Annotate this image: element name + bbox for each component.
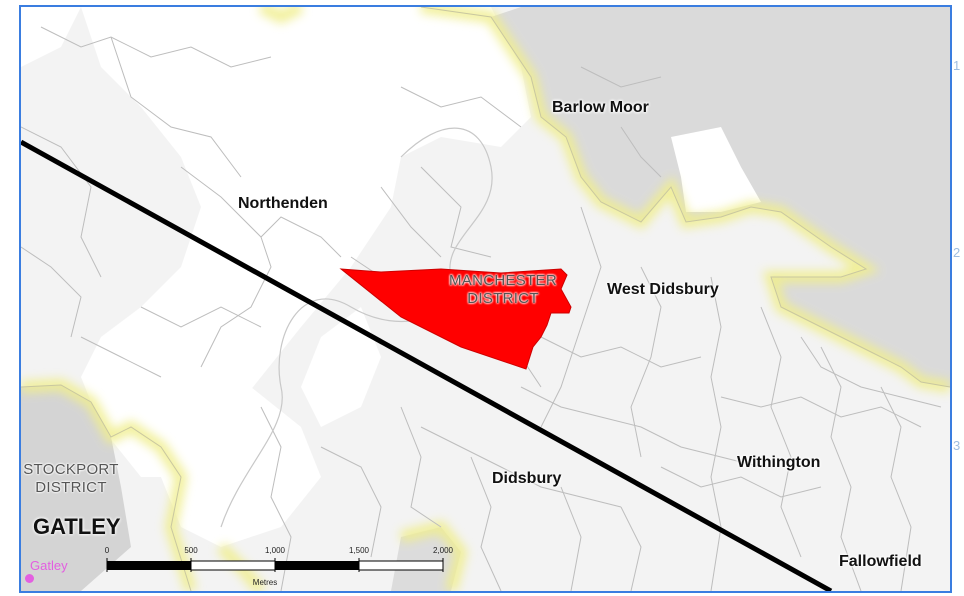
district-boundary-line	[21, 7, 950, 591]
scale-bar-graphic	[106, 558, 444, 572]
scale-tick-0: 0	[104, 546, 110, 555]
district-label-manchester-line2: DISTRICT	[467, 290, 539, 307]
gatley-point-icon	[25, 574, 34, 583]
place-label-withington: Withington	[737, 454, 821, 471]
district-label-stockport-line1: STOCKPORT	[23, 461, 119, 478]
scale-tick-500: 500	[184, 546, 198, 555]
place-label-barlow-moor: Barlow Moor	[552, 99, 649, 116]
highlighted-site[interactable]	[339, 268, 572, 370]
ward-boundaries	[21, 26, 942, 591]
place-label-northenden: Northenden	[238, 195, 328, 212]
district-label-stockport: STOCKPORT DISTRICT	[21, 461, 121, 497]
scale-tick-2000: 2,000	[432, 546, 454, 555]
map-frame[interactable]: Barlow Moor Northenden West Didsbury Did…	[19, 5, 952, 593]
gatley-heading: GATLEY	[33, 514, 121, 539]
gatley-point-label: Gatley	[30, 558, 68, 573]
district-label-stockport-line2: DISTRICT	[35, 479, 107, 496]
scale-tick-1000: 1,000	[264, 546, 286, 555]
scale-unit-label: Metres	[252, 578, 278, 587]
stockport-region	[21, 385, 131, 591]
small-region-bottom	[391, 527, 461, 591]
open-space-areas	[21, 7, 531, 547]
white-patch-northeast	[671, 127, 761, 212]
scale-bar: 0 500 1,000 1,500 2,000 Metres	[104, 546, 454, 590]
district-label-manchester: MANCHESTER DISTRICT	[433, 272, 573, 308]
place-label-didsbury: Didsbury	[492, 470, 562, 487]
route-line	[21, 139, 833, 591]
district-label-manchester-line1: MANCHESTER	[448, 272, 557, 289]
margin-mark: 3	[953, 438, 961, 453]
margin-mark: 1	[953, 58, 961, 73]
place-label-fallowfield: Fallowfield	[839, 553, 922, 570]
margin-mark: 2	[953, 245, 961, 260]
map-canvas[interactable]	[21, 7, 950, 591]
scale-tick-1500: 1,500	[348, 546, 370, 555]
place-label-west-didsbury: West Didsbury	[607, 281, 719, 298]
